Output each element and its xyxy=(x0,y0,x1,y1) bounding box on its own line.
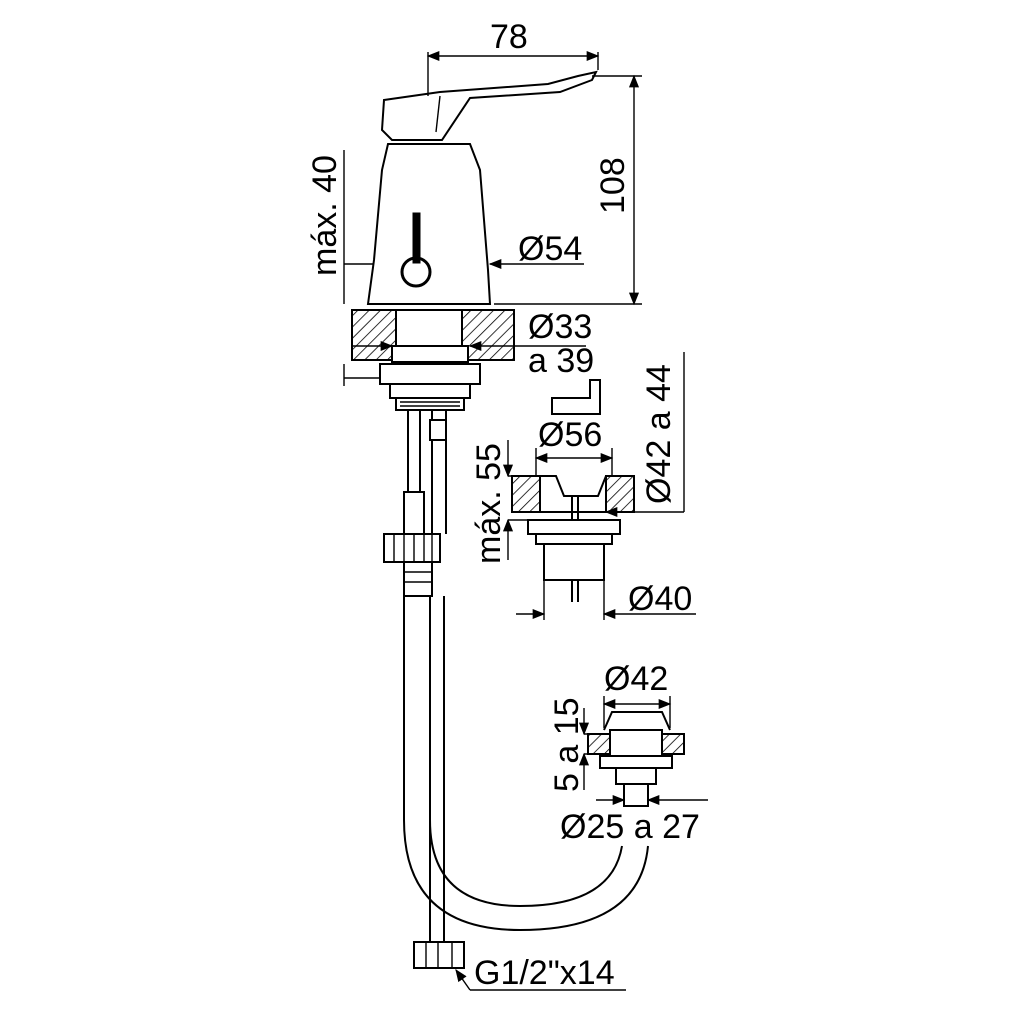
mounting-nut xyxy=(379,345,481,411)
dim-5-a-15: 5 a 15 xyxy=(548,697,586,792)
faucet-body xyxy=(366,143,492,305)
flexible-hose xyxy=(403,596,649,932)
supply-fitting xyxy=(587,711,685,807)
dim-dia-42-44: Ø42 a 44 xyxy=(640,364,678,504)
dim-max-55: máx. 55 xyxy=(470,443,508,564)
dim-78: 78 xyxy=(490,18,528,56)
dim-dia-42: Ø42 xyxy=(604,660,668,698)
hose-nut xyxy=(413,941,465,969)
dim-dia-54: Ø54 xyxy=(518,230,582,268)
dim-dia-33: Ø33 xyxy=(528,308,592,346)
faucet-lever xyxy=(380,70,598,141)
dim-dia-40: Ø40 xyxy=(628,580,692,618)
dim-dia-56: Ø56 xyxy=(538,416,602,454)
thread-spec: G1/2"x14 xyxy=(474,954,615,992)
dim-a-39: a 39 xyxy=(528,342,594,380)
dimension-lines xyxy=(343,50,708,991)
dim-dia-25-27: Ø25 a 27 xyxy=(560,808,700,846)
supply-tube-left xyxy=(383,410,441,597)
dim-108: 108 xyxy=(594,157,632,214)
drain-body xyxy=(527,519,621,602)
dim-max-40: máx. 40 xyxy=(306,155,344,276)
pop-up-knob xyxy=(551,379,601,415)
